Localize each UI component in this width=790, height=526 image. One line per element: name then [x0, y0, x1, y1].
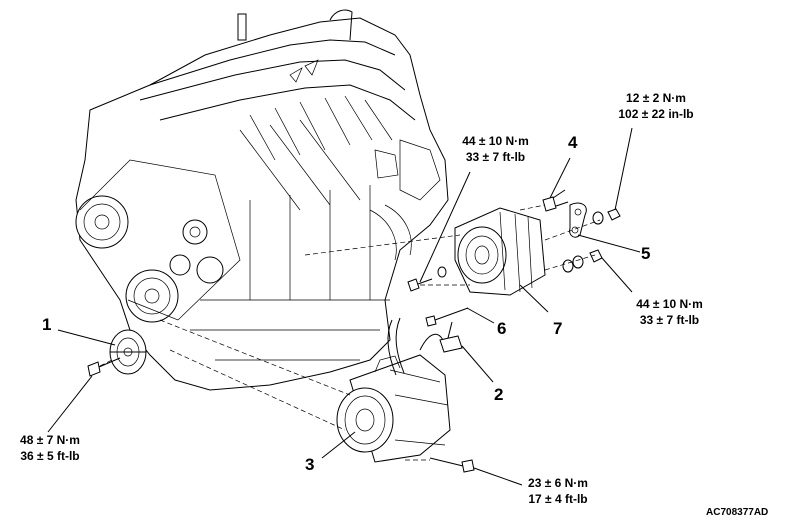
idler-pulley-bolt: [87, 357, 121, 377]
compressor-lower-bolt: [429, 457, 475, 473]
torque-44b-ft: 33 ± 7 ft-lb: [639, 313, 700, 327]
idler-pulley-part: [109, 329, 147, 375]
torque-spec-12: 12 ± 2 N·m 102 ± 22 in-lb: [606, 90, 706, 122]
callout-1: 1: [42, 315, 52, 334]
ac-compressor-part: [336, 354, 451, 463]
bracket-part: [439, 321, 463, 353]
torque-48-ft: 36 ± 5 ft-lb: [20, 449, 80, 463]
torque-spec-48: 48 ± 7 N·m 36 ± 5 ft-lb: [10, 432, 90, 464]
upper-nut-washer: [592, 208, 621, 225]
torque-spec-44-upper: 44 ± 10 N·m 33 ± 7 ft-lb: [448, 133, 543, 165]
alternator-brace-part: [569, 202, 587, 238]
torque-44a-ft: 33 ± 7 ft-lb: [465, 150, 526, 164]
torque-12-nm: 12 ± 2 N·m: [626, 91, 686, 105]
torque-spec-44-lower: 44 ± 10 N·m 33 ± 7 ft-lb: [622, 296, 717, 328]
callout-3: 3: [305, 455, 315, 474]
callout-5: 5: [641, 244, 651, 263]
torque-spec-23: 23 ± 6 N·m 17 ± 4 ft-lb: [514, 475, 602, 507]
leader-lines: [47, 127, 641, 486]
alternator-part: [454, 207, 546, 296]
engine-assembly: [75, 9, 449, 391]
callout-4: 4: [568, 133, 578, 152]
alternator-bolt-part: [407, 266, 447, 292]
harness-clip-part: [542, 189, 569, 212]
callout-2: 2: [494, 385, 504, 404]
torque-48-nm: 48 ± 7 N·m: [20, 433, 80, 447]
callout-7: 7: [553, 319, 563, 338]
torque-44b-nm: 44 ± 10 N·m: [636, 297, 703, 311]
figure-code: AC708377AD: [706, 507, 769, 518]
lower-nut-washer: [562, 249, 603, 273]
compressor-mount-bolt: [425, 307, 469, 327]
torque-44a-nm: 44 ± 10 N·m: [462, 134, 529, 148]
torque-23-ft: 17 ± 4 ft-lb: [528, 492, 588, 506]
torque-12-in: 102 ± 22 in-lb: [618, 107, 694, 121]
callout-6: 6: [497, 319, 507, 338]
torque-23-nm: 23 ± 6 N·m: [528, 476, 588, 490]
